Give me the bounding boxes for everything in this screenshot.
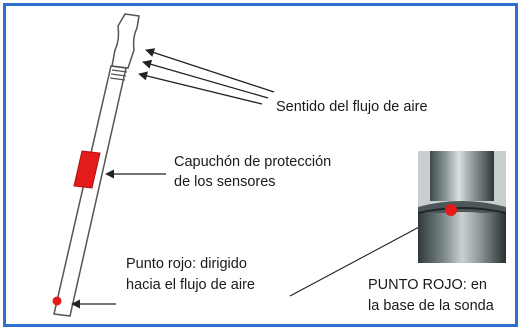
sensor-cap (73, 150, 101, 189)
probe-handle (111, 13, 140, 69)
dot-label-line1: Punto rojo: dirigido (126, 256, 247, 272)
dot-label-line2: hacia el flujo de aire (126, 277, 255, 293)
base-label-line1: PUNTO ROJO: en (368, 277, 487, 293)
red-dot (52, 296, 62, 306)
probe-base-photo (418, 151, 506, 263)
probe-diagram (52, 13, 452, 317)
probe-rod (53, 13, 140, 317)
photo-red-dot (445, 204, 457, 216)
cap-label-line1: Capuchón de protección (174, 154, 332, 170)
airflow-label: Sentido del flujo de aire (276, 99, 428, 115)
base-label-line2: la base de la sonda (368, 298, 494, 314)
diagram-frame: Sentido del flujo de aire Capuchón de pr… (3, 3, 518, 327)
airflow-arrows (138, 48, 275, 105)
cap-label-line2: de los sensores (174, 174, 276, 190)
